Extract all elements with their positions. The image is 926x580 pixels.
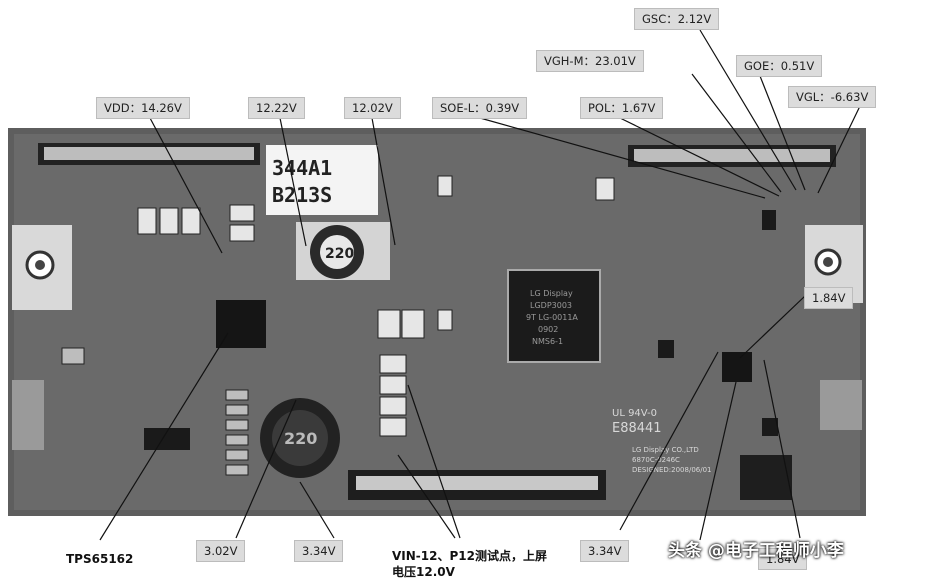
svg-text:9T LG-0011A: 9T LG-0011A bbox=[526, 313, 578, 322]
label-12-22v: 12.22V bbox=[248, 97, 305, 119]
svg-text:NMS6-1: NMS6-1 bbox=[532, 337, 563, 346]
label-gsc: GSC：2.12V bbox=[634, 8, 720, 30]
label-12-02v: 12.02V bbox=[344, 97, 401, 119]
label-1-84v: 1.84V bbox=[804, 287, 854, 309]
svg-text:LGDP3003: LGDP3003 bbox=[530, 301, 572, 310]
small-ic-1 bbox=[144, 428, 190, 450]
right-bottom-connector bbox=[740, 455, 792, 500]
label-sticker bbox=[266, 145, 378, 215]
inductor-top-marking: 220 bbox=[325, 246, 354, 262]
pointer-lines bbox=[99, 29, 861, 541]
svg-text:LG Display CO.,LTD: LG Display CO.,LTD bbox=[632, 446, 699, 454]
small-ic-3 bbox=[762, 210, 776, 230]
label-3-34v-left: 3.34V bbox=[294, 540, 344, 562]
label-vdd: VDD：14.26V bbox=[96, 97, 190, 119]
label-soe: SOE-L：0.39V bbox=[432, 97, 528, 119]
svg-text:E88441: E88441 bbox=[612, 421, 662, 436]
watermark: 头条 @电子工程师小李 bbox=[668, 541, 844, 561]
label-3-02v: 3.02V bbox=[196, 540, 246, 562]
small-ic-2 bbox=[722, 352, 752, 382]
capacitor-group-left bbox=[61, 347, 249, 476]
capacitor-group-center bbox=[377, 175, 615, 437]
label-1-84v-bottom: 1.84V bbox=[758, 548, 808, 570]
label-pol: POL：1.67V bbox=[580, 97, 664, 119]
label-3-34v-right: 3.34V bbox=[580, 540, 630, 562]
small-ic-5 bbox=[762, 418, 778, 436]
sticker-line2: B213S bbox=[272, 183, 332, 207]
label-tps65162: TPS65162 bbox=[66, 552, 134, 566]
silkscreen-text: UL 94V-0 E88441 LG Display CO.,LTD 6870C… bbox=[612, 408, 712, 474]
label-goe: GOE：0.51V bbox=[736, 55, 823, 77]
capacitor-row bbox=[137, 204, 255, 242]
left-bottom-tab bbox=[12, 380, 44, 450]
inductor-bottom-marking: 220 bbox=[284, 429, 317, 448]
small-ic-4 bbox=[658, 340, 674, 358]
svg-text:6870C-0246C: 6870C-0246C bbox=[632, 456, 680, 464]
pcb-board-inner bbox=[14, 134, 860, 510]
label-vin-line2: 电压12.0V bbox=[392, 565, 455, 579]
svg-text:LG Display: LG Display bbox=[530, 289, 573, 298]
svg-text:0902: 0902 bbox=[538, 325, 558, 334]
tcon-chip bbox=[507, 269, 601, 363]
label-vgl: VGL：-6.63V bbox=[788, 86, 877, 108]
svg-text:DESIGNED:2008/06/01: DESIGNED:2008/06/01 bbox=[632, 466, 712, 474]
label-vin-line1: VIN-12、P12测试点，上屏 bbox=[392, 549, 547, 563]
svg-text:UL 94V-0: UL 94V-0 bbox=[612, 408, 657, 419]
tcon-chip-text: LG Display LGDP3003 9T LG-0011A 0902 NMS… bbox=[526, 289, 578, 346]
right-bottom-tab bbox=[820, 380, 862, 430]
label-vgh: VGH-M：23.01V bbox=[536, 50, 644, 72]
sticker-line1: 344A1 bbox=[272, 156, 332, 180]
